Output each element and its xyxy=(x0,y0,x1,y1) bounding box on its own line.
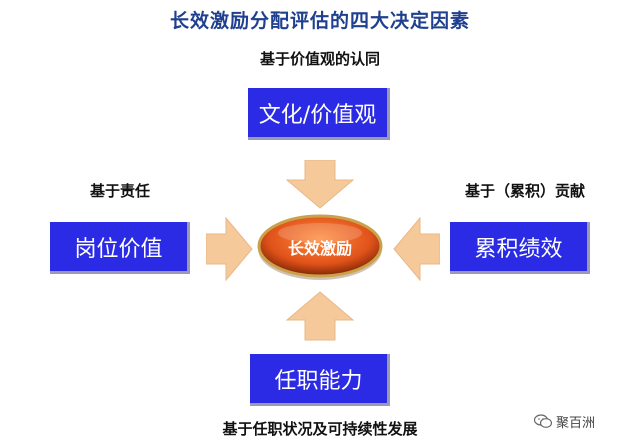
cumulative-performance-box: 累积绩效 xyxy=(450,222,590,274)
arrow-right-icon xyxy=(206,216,253,282)
position-value-box: 岗位价值 xyxy=(50,222,190,274)
diagram-title: 长效激励分配评估的四大决定因素 xyxy=(169,10,470,32)
center-ellipse-icon xyxy=(257,214,383,280)
arrow-up-icon xyxy=(285,291,355,341)
watermark-text: 聚百洲 xyxy=(556,416,596,431)
competency-box: 任职能力 xyxy=(250,354,390,406)
center-label: 长效激励 xyxy=(287,239,352,258)
culture-values-box: 文化/价值观 xyxy=(248,88,390,140)
arrow-down-icon xyxy=(285,160,355,209)
top-caption: 基于价值观的认同 xyxy=(259,50,380,68)
wechat-icon xyxy=(534,414,552,428)
arrow-left-icon xyxy=(393,216,440,282)
bottom-caption: 基于任职状况及可持续性发展 xyxy=(222,420,418,438)
left-caption: 基于责任 xyxy=(89,182,150,200)
right-caption: 基于（累积）贡献 xyxy=(464,182,585,200)
watermark: 聚百洲 xyxy=(534,412,595,431)
center-node: 长效激励 xyxy=(255,211,385,283)
